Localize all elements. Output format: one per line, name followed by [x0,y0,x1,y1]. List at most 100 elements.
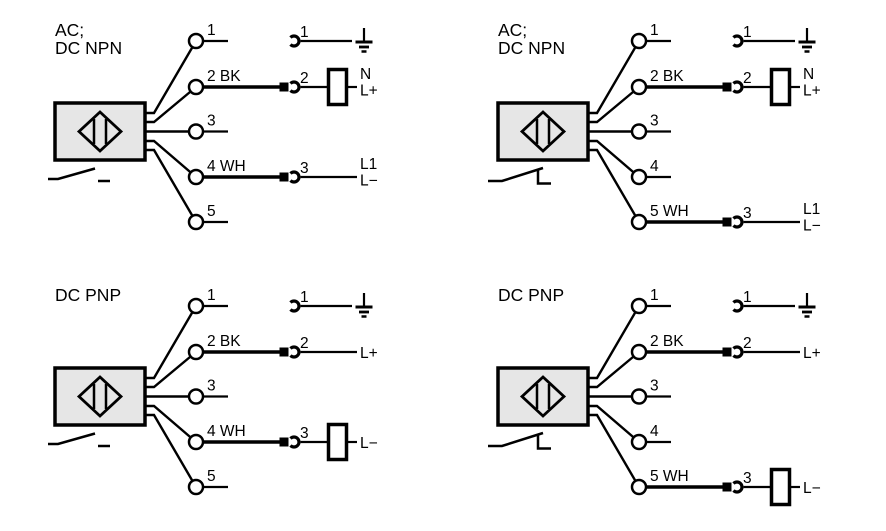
plug-contact-icon [279,347,289,357]
switch-contact-icon-normally-closed [488,431,551,450]
pin-label: 3 [650,113,659,130]
terminal-label: L+ [803,345,821,362]
pin-terminal-circle [187,478,205,496]
sensor-diamond-icon [519,375,567,418]
terminal-label: L1 [360,156,377,173]
plug-contact-icon [722,347,732,357]
plug-contact-icon [279,172,289,182]
pin-terminal-circle [187,343,205,361]
pin-label: 5 WH [650,203,689,220]
socket-pin-label: 2 [743,335,752,352]
pin-label: 2 BK [650,333,684,350]
diagram-title: DC PNP [498,285,564,305]
switch-blade [488,431,544,448]
sensor-diamond-icon [76,375,124,418]
diagram-title: AC; [55,20,84,40]
pin-terminal-circle [630,213,648,231]
fanout-wire [588,139,640,178]
pin-terminal-circle [630,343,648,361]
pin-terminal-circle [630,478,648,496]
plug-contact-icon [722,217,732,227]
pin-terminal-circle [630,32,648,50]
pin-label: 5 [207,468,216,485]
socket-contact-icon [732,34,744,48]
pin-terminal-circle [630,297,648,315]
plug-contact-icon [722,482,732,492]
socket-pin-label: 1 [743,289,752,306]
socket-contact-icon [732,215,744,229]
pin-label: 2 BK [207,333,241,350]
socket-pin-label: 1 [300,289,309,306]
socket-contact-icon [732,299,744,313]
fanout-wire [588,404,640,443]
pin-terminal-circle [187,78,205,96]
socket-pin-label: 2 [743,70,752,87]
fanout-wire [145,139,197,178]
pin-label: 5 [207,203,216,220]
earth-ground-icon [798,28,816,53]
socket-pin-label: 3 [743,205,752,222]
load-indicator [769,467,792,507]
pin-label: 1 [207,287,216,304]
earth-ground-icon [798,293,816,318]
earth-ground-icon [355,293,373,318]
pin-label: 4 WH [207,423,246,440]
load-indicator [326,67,349,107]
pin-label: 4 WH [207,158,246,175]
pin-terminal-circle [630,168,648,186]
sensor-diamond-icon [519,110,567,153]
socket-contact-icon [732,80,744,94]
diagram-title: DC PNP [55,285,121,305]
pin-label: 3 [207,378,216,395]
load-indicator [769,67,792,107]
terminal-label: L+ [360,345,378,362]
terminal-label: L− [803,480,821,497]
pin-label: 1 [207,22,216,39]
fanout-wire [588,351,640,389]
terminal-label: N [360,66,371,83]
fanout-wire [588,305,641,380]
load-indicator [326,422,349,462]
fanout-wire [588,413,641,488]
socket-contact-icon [289,299,301,313]
pin-terminal-circle [187,123,205,140]
terminal-label: L+ [803,83,821,100]
fanout-wire [145,413,198,488]
terminal-label: L1 [803,201,820,218]
switch-blade [48,167,96,181]
diagram-title: DC NPN [55,38,122,58]
pin-terminal-circle [630,78,648,96]
socket-pin-label: 3 [300,425,309,442]
sensor-diamond-icon [76,110,124,153]
pin-terminal-circle [187,213,205,231]
switch-blade [488,166,544,183]
socket-contact-icon [289,170,301,184]
fanout-wire [145,148,198,223]
socket-contact-icon [289,34,301,48]
pin-terminal-circle [630,388,648,405]
diagram-title: AC; [498,20,527,40]
terminal-label: L− [360,173,378,190]
fanout-wire [588,40,641,115]
switch-contact-icon-normally-open [48,167,110,183]
switch-contact-icon-normally-open [48,432,110,448]
socket-pin-label: 2 [300,335,309,352]
socket-contact-icon [289,345,301,359]
diagram-title: DC NPN [498,38,565,58]
pin-terminal-circle [187,168,205,186]
terminal-label: L− [360,435,378,452]
switch-stop [536,170,551,185]
terminal-label: L+ [360,83,378,100]
pin-terminal-circle [187,433,205,451]
socket-contact-icon [289,80,301,94]
terminal-label: N [803,66,814,83]
fanout-wire [145,404,197,443]
pin-label: 2 BK [207,68,241,85]
fanout-wire [145,351,197,389]
socket-contact-icon [289,435,301,449]
socket-pin-label: 1 [743,24,752,41]
